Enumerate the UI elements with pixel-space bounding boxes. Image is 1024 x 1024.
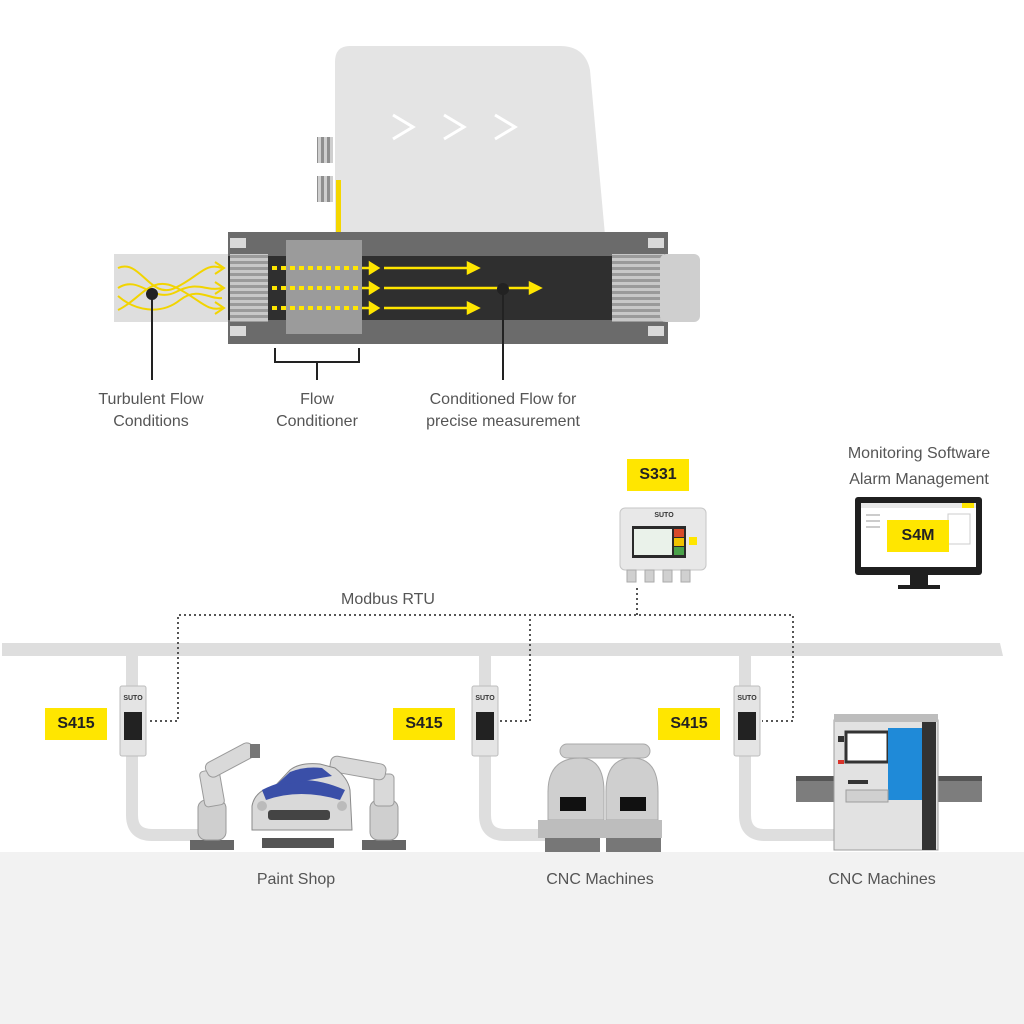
flow-dot (317, 266, 322, 270)
flow-dot (335, 306, 340, 310)
flow-meter-housing (317, 46, 605, 235)
flow-dot (353, 306, 358, 310)
flow-dot (326, 286, 331, 290)
s331-brand: SUTO (654, 512, 674, 519)
conditioned-flow-label-line2: precise measurement (426, 413, 580, 430)
conditioned-flow-arrows (272, 266, 358, 310)
flow-dot (344, 266, 349, 270)
flow-dot (344, 286, 349, 290)
s4m-tag: S4M (887, 520, 949, 552)
sensor-brand-2: SUTO (475, 695, 495, 702)
monitor-icon (855, 497, 982, 589)
station-label-cnc-2: CNC Machines (828, 871, 936, 888)
flow-dot (290, 286, 295, 290)
flow-dot (353, 286, 358, 290)
s415-sensor-3 (733, 685, 761, 757)
s415-sensor-2 (471, 685, 499, 757)
flow-conditioner-label-line2: Conditioner (276, 413, 358, 430)
sensor-brand-1: SUTO (123, 695, 143, 702)
turbulent-flow-label-line2: Conditions (113, 413, 189, 430)
flow-dot (281, 286, 286, 290)
flow-conditioner-label-line1: Flow (300, 391, 334, 408)
outlet-fitting (660, 254, 700, 322)
sensor-tag-3: S415 (658, 708, 720, 740)
modbus-wiring (150, 585, 794, 722)
flow-dot (308, 286, 313, 290)
callout-leaders (146, 283, 509, 380)
flow-conditioner (286, 240, 362, 334)
direction-chevrons-icon (392, 113, 518, 141)
inlet-thread (230, 254, 268, 322)
flow-dot (272, 306, 277, 310)
flow-dot (335, 286, 340, 290)
cnc-machine-icon (538, 743, 662, 852)
flow-dot (326, 306, 331, 310)
turbulent-flow-label-line1: Turbulent Flow (98, 391, 204, 408)
flow-dot (326, 266, 331, 270)
flow-dot (317, 286, 322, 290)
s331-tag: S331 (627, 459, 689, 491)
modbus-label: Modbus RTU (341, 591, 435, 608)
air-main-line (2, 643, 1003, 841)
flow-conditioner-label: Flow Conditioner (250, 389, 384, 433)
sensor-probe (336, 180, 341, 232)
flow-dot (272, 266, 277, 270)
sensor-tag-2: S415 (393, 708, 455, 740)
s331-display-unit (619, 507, 707, 583)
paint-robot-icon (190, 742, 260, 850)
flow-dot (344, 306, 349, 310)
flow-dot (317, 306, 322, 310)
flow-dot (299, 306, 304, 310)
flow-dot (308, 266, 313, 270)
factory-floor (0, 852, 1024, 1024)
pipe-section (114, 232, 700, 344)
cnc-machine-icon (796, 714, 982, 851)
conditioned-flow-label-line1: Conditioned Flow for (429, 391, 577, 408)
software-label: Monitoring Software Alarm Management (826, 441, 1012, 493)
flow-dot (290, 266, 295, 270)
software-label-line2: Alarm Management (849, 471, 989, 488)
car-icon (251, 763, 353, 848)
station-label-cnc-1: CNC Machines (546, 871, 654, 888)
turbulent-flow-label: Turbulent Flow Conditions (72, 389, 230, 433)
software-label-line1: Monitoring Software (847, 445, 991, 462)
station-label-paint-shop: Paint Shop (256, 871, 336, 888)
sensor-tag-1: S415 (45, 708, 107, 740)
flow-dot (335, 266, 340, 270)
flow-dot (299, 286, 304, 290)
flow-dot (308, 306, 313, 310)
cable-gland-icon (317, 176, 333, 202)
s415-sensor-1 (119, 685, 147, 757)
turbulent-flow-icon (117, 261, 226, 315)
flow-dot (290, 306, 295, 310)
flow-dot (299, 266, 304, 270)
conditioned-flow-label: Conditioned Flow for precise measurement (398, 389, 608, 433)
outlet-thread (612, 254, 664, 322)
flow-dot (272, 286, 277, 290)
flow-dot (353, 266, 358, 270)
flow-dot (281, 266, 286, 270)
sensor-brand-3: SUTO (737, 695, 757, 702)
cable-gland-icon (317, 137, 333, 163)
paint-robot-icon (329, 755, 406, 850)
flow-dot (281, 306, 286, 310)
